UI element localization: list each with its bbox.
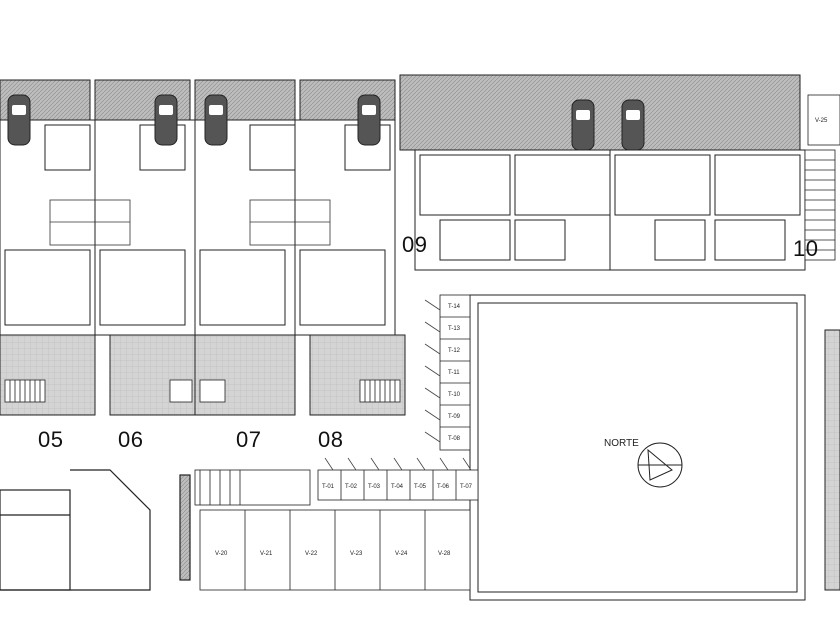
storage-label: T-13 (448, 326, 461, 332)
storage-label: T-06 (437, 484, 450, 490)
storage-label: T-11 (448, 370, 460, 376)
parking-labels: V-20 V-21 V-22 V-23 V-24 V-28 V-25 (215, 118, 828, 557)
unit-number-10: 10 (793, 236, 819, 261)
parking-label: V-25 (815, 118, 828, 124)
storage-label: T-01 (322, 484, 335, 490)
entry-stair (194, 469, 311, 506)
parking-label: V-22 (305, 551, 318, 557)
storage-label: T-08 (448, 436, 461, 442)
parking-label: V-24 (395, 551, 408, 557)
north-label: NORTE (604, 438, 639, 449)
storage-label: T-10 (448, 392, 461, 398)
parking-label: V-28 (438, 551, 451, 557)
parking-row (199, 509, 471, 591)
storage-east (424, 294, 471, 451)
side-stair (804, 149, 836, 261)
storage-label: T-14 (448, 304, 461, 310)
storage-label: T-09 (448, 414, 461, 420)
front-patios (0, 334, 406, 416)
car-icons (7, 94, 645, 151)
storage-south-labels: T-01 T-02 T-03 T-04 T-05 T-06 T-07 (322, 484, 473, 490)
bathroom-blocks (49, 199, 331, 246)
parking-v25 (807, 94, 840, 146)
central-plaza (469, 294, 806, 601)
storage-east-labels: T-14 T-13 T-12 T-11 T-10 T-09 T-08 (448, 304, 461, 442)
east-edge (824, 329, 840, 591)
storage-label: T-04 (391, 484, 404, 490)
parking-label: V-23 (350, 551, 363, 557)
parking-label: V-20 (215, 551, 228, 557)
unit-number-07: 07 (236, 427, 262, 452)
storage-label: T-03 (368, 484, 381, 490)
storage-south (317, 457, 479, 501)
parking-label: V-21 (260, 551, 273, 557)
pool-building (0, 469, 191, 591)
unit-number-06: 06 (118, 427, 144, 452)
storage-label: T-07 (460, 484, 473, 490)
unit-number-09: 09 (402, 232, 428, 257)
storage-label: T-02 (345, 484, 358, 490)
storage-label: T-05 (414, 484, 427, 490)
unit-number-08: 08 (318, 427, 344, 452)
north-arrow-icon (637, 442, 683, 488)
houses-05-08 (0, 80, 396, 415)
patio-stairs (4, 379, 401, 403)
unit-number-05: 05 (38, 427, 64, 452)
storage-label: T-12 (448, 348, 461, 354)
houses-09-10 (414, 149, 806, 271)
